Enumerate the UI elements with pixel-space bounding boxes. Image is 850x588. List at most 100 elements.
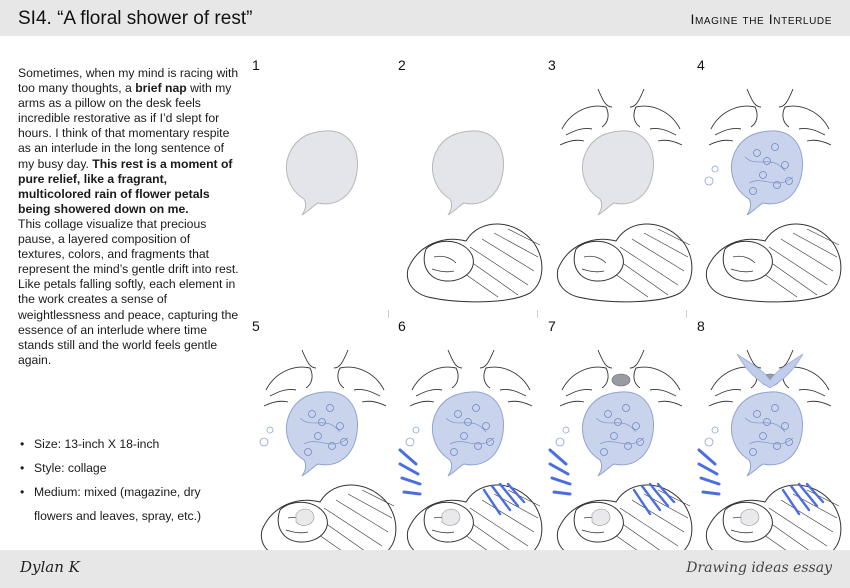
intro-sentence-2: with my arms as a pillow on the desk fee… [18, 81, 232, 171]
petal-accent-stroke [498, 482, 520, 508]
collage-bloom [611, 373, 631, 387]
petal-shower-stroke [548, 462, 570, 476]
intro-text: Sometimes, when my mind is racing with t… [18, 66, 240, 368]
stage-artwork [697, 349, 842, 564]
pillow-hatching [607, 228, 691, 298]
stage-panel-2: 2 [398, 57, 544, 310]
flower-texture [771, 404, 779, 412]
right-hand [633, 366, 683, 407]
flower-texture [454, 410, 462, 418]
pillow-outline [556, 223, 693, 303]
stage-artwork [406, 130, 543, 303]
face-lines [581, 255, 607, 273]
flower-texture [632, 422, 640, 430]
flower-texture [749, 448, 757, 456]
thought-bubble [582, 391, 654, 477]
header-bar: SI4. “A floral shower of rest” Imagine t… [0, 0, 850, 36]
stage-artwork [259, 349, 397, 564]
flower-texture [326, 404, 334, 412]
petal-shower-stroke [550, 476, 572, 486]
drifting-blossom [555, 437, 565, 447]
stage-number: 5 [252, 318, 260, 334]
left-hand [409, 366, 459, 407]
flower-texture [781, 161, 789, 169]
pillow-hatching [457, 489, 541, 559]
petal-accent-stroke [797, 482, 819, 508]
intro-paragraph-2: This collage visualize that precious pau… [18, 216, 239, 367]
flower-texture [460, 432, 468, 440]
stage-number: 2 [398, 57, 406, 73]
reaching-arms [597, 349, 645, 369]
collage-patch [591, 508, 611, 526]
spec-style: Style: collage [18, 456, 240, 480]
stage-number: 7 [548, 318, 556, 334]
flower-texture [450, 448, 458, 456]
brand-title: Imagine the Interlude [690, 11, 832, 27]
petal-shower-stroke [402, 490, 422, 496]
collage-patch [295, 508, 315, 526]
petal-stroke [744, 156, 794, 184]
petal-accent-stroke [632, 488, 652, 516]
left-hand [263, 366, 313, 407]
petal-shower-stroke [398, 462, 420, 476]
flower-texture [340, 438, 348, 446]
petal-accent-stroke [656, 482, 676, 504]
sleeping-head [722, 240, 773, 282]
flower-texture [610, 432, 618, 440]
spec-list: Size: 13-inch X 18-inch Style: collage M… [18, 432, 240, 528]
petal-accent-stroke [490, 484, 512, 512]
flower-texture [486, 438, 494, 446]
reaching-arms [301, 349, 349, 369]
petal-accent-stroke [789, 484, 811, 512]
drifting-blossom [704, 176, 714, 186]
page-title: SI4. “A floral shower of rest” [18, 8, 253, 29]
petal-shower-stroke [697, 462, 719, 476]
pillow-hatching [607, 489, 691, 559]
drifting-blossom [704, 437, 714, 447]
drifting-blossom [562, 426, 570, 434]
pillow-hatching [756, 489, 840, 559]
flower-texture [304, 448, 312, 456]
thought-bubble [582, 130, 654, 216]
flower-texture [604, 410, 612, 418]
pillow-hatching [457, 228, 541, 298]
sleeping-head [423, 240, 474, 282]
flower-texture [749, 187, 757, 195]
stage-artwork [548, 349, 693, 564]
drifting-blossom [405, 437, 415, 447]
thought-bubble [286, 391, 358, 477]
flower-texture [482, 422, 490, 430]
right-hand [782, 105, 832, 146]
thought-bubble [432, 391, 504, 477]
sleeping-head [573, 240, 624, 282]
stage-number: 1 [252, 57, 260, 73]
petal-accent-stroke [781, 488, 801, 516]
intro-highlight-relief: This rest is a moment of pure relief, li… [18, 156, 233, 216]
collage-patch [740, 508, 760, 526]
flower-texture [763, 157, 771, 165]
petal-accent-stroke [482, 488, 502, 516]
petal-accent-stroke [648, 482, 670, 508]
stage-panel-6: 6 [398, 318, 544, 571]
right-hand [337, 366, 387, 407]
face-lines [431, 255, 457, 273]
petal-shower-stroke [552, 490, 572, 496]
flower-texture [336, 422, 344, 430]
flower-texture [624, 442, 632, 450]
petal-accent-stroke [640, 484, 662, 512]
stage-panel-4: 4 [697, 57, 843, 310]
reaching-arms [597, 88, 645, 108]
stage-number: 4 [697, 57, 705, 73]
petal-stroke [445, 417, 495, 445]
flower-texture [600, 448, 608, 456]
petal-stroke [299, 417, 349, 445]
flower-texture [773, 442, 781, 450]
petal-shower-stroke [701, 490, 721, 496]
flower-texture [759, 171, 767, 179]
stage-panel-7: 7 [548, 318, 694, 571]
pillow-outline [406, 223, 543, 303]
flower-texture [314, 432, 322, 440]
drifting-blossom [266, 426, 274, 434]
winged-figure [736, 353, 804, 389]
stage-artwork [286, 130, 358, 216]
